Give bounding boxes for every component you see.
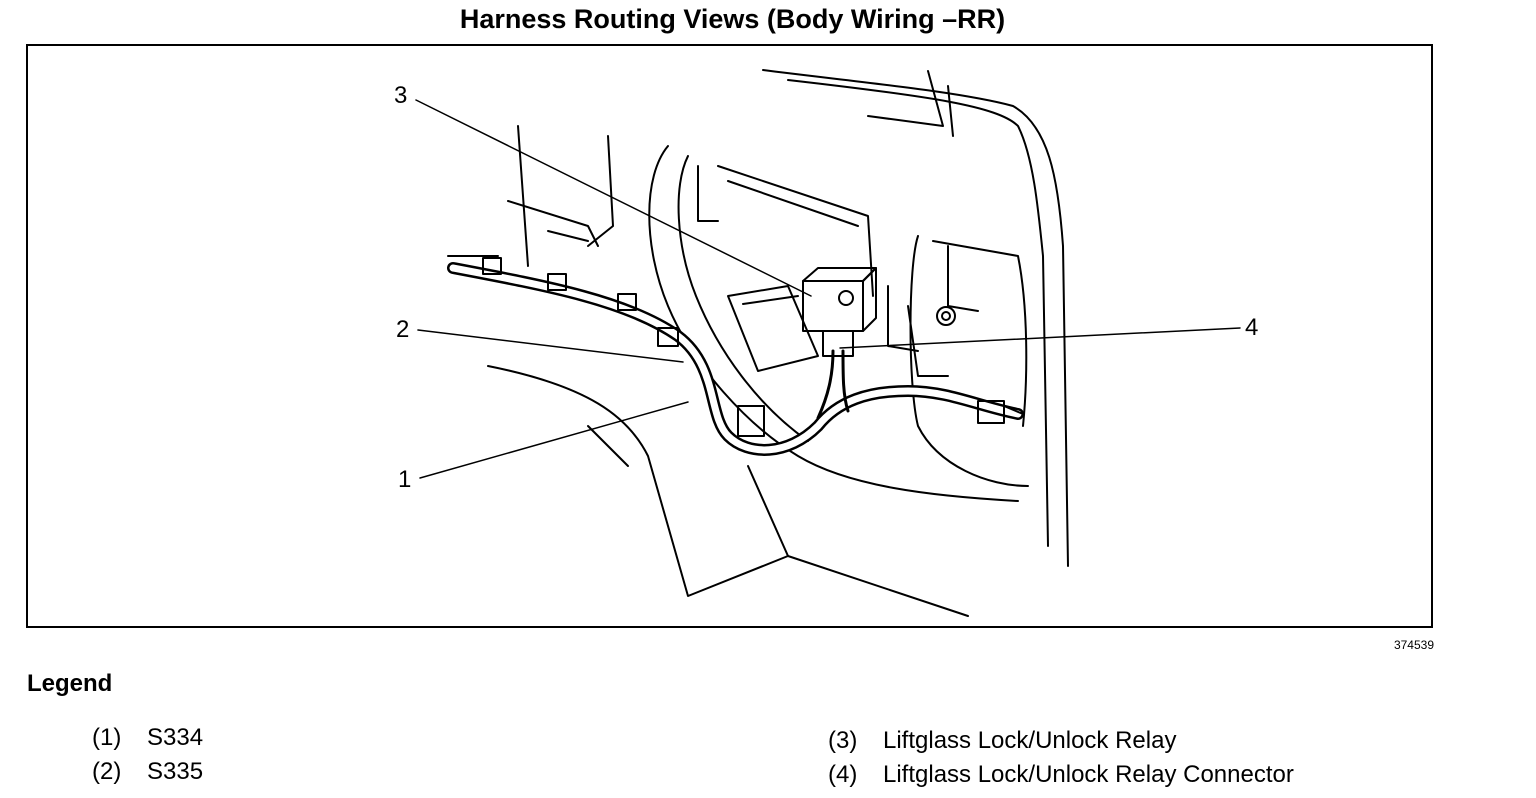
callout-4: 4 <box>1245 314 1259 341</box>
window-frame <box>909 235 1029 487</box>
relay-body <box>802 280 864 332</box>
door-opening <box>648 145 1019 502</box>
body-panel-outline <box>762 69 1069 567</box>
illustration-frame: 3 2 1 4 <box>26 44 1433 628</box>
floor-panel <box>487 365 969 617</box>
relay-connector <box>822 330 854 357</box>
callout-3: 3 <box>394 82 408 109</box>
legend-item-number: (4) <box>828 761 858 788</box>
legend-heading: Legend <box>27 670 113 697</box>
leader-line-3 <box>415 99 812 297</box>
mounting-bracket <box>727 285 819 372</box>
legend-item-3: (3) Liftglass Lock/Unlock Relay <box>828 727 1176 755</box>
legend-item-number: (2) <box>92 758 122 785</box>
legend-item-label: S335 <box>147 758 204 785</box>
interior-trim <box>517 125 529 267</box>
legend-item-4: (4) Liftglass Lock/Unlock Relay Connector <box>828 761 1294 789</box>
leader-line-1 <box>419 401 689 479</box>
legend-item-1: (1) S334 <box>92 724 203 752</box>
legend-item-2: (2) S335 <box>92 758 203 786</box>
harness-illustration <box>415 69 1241 617</box>
figure-number: 374539 <box>1393 638 1434 652</box>
legend-item-label: S334 <box>147 724 204 751</box>
mounting-bolt <box>936 306 956 326</box>
leader-line-4 <box>839 327 1241 349</box>
legend-item-number: (1) <box>92 724 122 751</box>
legend-item-number: (3) <box>828 727 858 754</box>
callout-1: 1 <box>398 466 412 493</box>
diagram-title: Harness Routing Views (Body Wiring –RR) <box>459 4 1006 34</box>
callout-2: 2 <box>396 316 410 343</box>
legend-item-label: Liftglass Lock/Unlock Relay <box>883 727 1177 754</box>
legend-item-label: Liftglass Lock/Unlock Relay Connector <box>883 761 1294 788</box>
leader-line-2 <box>417 329 684 363</box>
